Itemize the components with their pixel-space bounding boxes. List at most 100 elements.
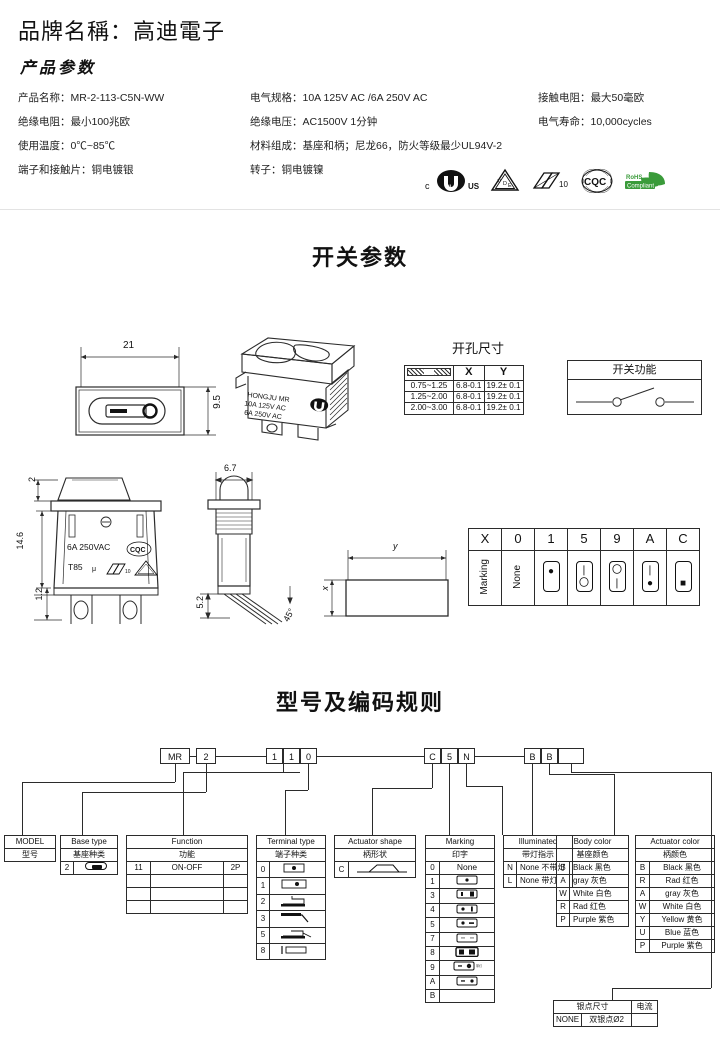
table-row: Body color bbox=[556, 835, 629, 849]
leader bbox=[502, 786, 503, 835]
table-row: 柄形状 bbox=[334, 848, 416, 862]
certification-logos: c UL US V D E bbox=[425, 168, 669, 194]
table-row: 银点尺寸 电流 bbox=[553, 1000, 658, 1014]
legend-body-en: Body color bbox=[556, 835, 629, 849]
legend-actcolor-value: Purple 紫色 bbox=[649, 939, 715, 953]
spec-row: 绝缘电阻：最小100兆欧 绝缘电压：AC1500V 1分钟 电气寿命：10,00… bbox=[18, 114, 708, 138]
legend-func-cn: 功能 bbox=[126, 848, 248, 862]
legend-actcolor-code: U bbox=[635, 926, 650, 940]
hole-thickness: 2.00~3.00 bbox=[404, 402, 454, 415]
legend-silver-code: NONE bbox=[552, 1013, 583, 1027]
table-row: 8 bbox=[256, 942, 326, 961]
marking-code-table: X 0 1 5 9 A C Marking None ● ❘ 〇 bbox=[468, 528, 700, 606]
legend-terminal-type: Terminal type 端子种类 0 1 2 3 5 8 bbox=[256, 835, 326, 961]
legend-model: MODEL 型号 bbox=[4, 835, 56, 862]
spec-contact-resistance: 接触电阻：最大50毫欧 bbox=[538, 92, 645, 104]
table-row: 1.25~2.00 6.8-0.1 19.2± 0.1 bbox=[404, 390, 524, 404]
model-coding-heading: 型号及编码规则 bbox=[275, 690, 444, 715]
svg-text:μ: μ bbox=[92, 566, 96, 573]
spec-electrical-life: 电气寿命：10,000cycles bbox=[538, 116, 652, 128]
marking-icon bbox=[439, 974, 495, 991]
table-row: Terminal type bbox=[256, 835, 326, 849]
marking-icon bbox=[439, 873, 495, 890]
legend-term-code: 2 bbox=[256, 893, 270, 912]
svg-text:E: E bbox=[508, 183, 512, 189]
terminal-icon bbox=[269, 942, 326, 961]
legend-body-code: W bbox=[556, 887, 570, 901]
legend-actcolor-code: P bbox=[635, 939, 650, 953]
svg-text:V: V bbox=[498, 179, 502, 185]
table-row: Marking None ● ❘ 〇 〇 ❘ bbox=[468, 550, 700, 606]
marking-symbol-dot: ● bbox=[534, 550, 568, 606]
marking-code-0: 0 bbox=[501, 528, 535, 551]
hole-size-table: X Y 0.75~1.25 6.8-0.1 19.2± 0.1 1.25~2.0… bbox=[404, 365, 524, 415]
code-box-func2: 1 bbox=[283, 748, 300, 764]
table-header-row: X Y bbox=[404, 365, 524, 381]
legend-term-code: 5 bbox=[256, 926, 270, 944]
legend-marking-code: 5 bbox=[425, 917, 440, 933]
leader bbox=[22, 782, 23, 835]
cutout-x-label: x bbox=[320, 586, 330, 591]
legend-marking-code: 1 bbox=[425, 873, 440, 890]
table-row: 5 bbox=[425, 917, 495, 933]
header-panel: 品牌名稱：高迪電子 产品参数 产品名称：MR-2-113-C5N-WW 电气规格… bbox=[0, 0, 720, 210]
table-row: 3 bbox=[256, 910, 326, 928]
spec-row: 产品名称：MR-2-113-C5N-WW 电气规格：10A 125V AC /6… bbox=[18, 90, 708, 114]
legend-term-code: 0 bbox=[256, 860, 270, 879]
svg-text:D: D bbox=[503, 181, 507, 187]
code-box-actuator-shape: C bbox=[424, 748, 441, 764]
legend-marking-code: 4 bbox=[425, 902, 440, 919]
legend-actcolor-value: Blue 蓝色 bbox=[649, 926, 715, 940]
table-row: Actuator color bbox=[635, 835, 715, 849]
legend-actcolor-value: Yellow 黄色 bbox=[649, 913, 715, 927]
hole-thickness: 1.25~2.00 bbox=[404, 390, 454, 404]
table-row: 2.00~3.00 6.8-0.1 19.2± 0.1 bbox=[404, 402, 524, 415]
table-row: 7 bbox=[425, 931, 495, 947]
legend-function: Function 功能 11 ON-OFF 2P bbox=[126, 835, 248, 914]
table-row: B bbox=[425, 989, 495, 1004]
table-header-row: X 0 1 5 9 A C bbox=[468, 528, 700, 551]
svg-text:Compliant: Compliant bbox=[627, 184, 654, 190]
table-row bbox=[126, 900, 248, 914]
svg-text:10: 10 bbox=[559, 180, 568, 189]
table-row: 11 ON-OFF 2P bbox=[126, 861, 248, 875]
legend-body-cn: 基座颜色 bbox=[556, 848, 629, 862]
code-box-actuator-color: B bbox=[541, 748, 558, 764]
front-view-drawing: 6A 250VAC T85 μ CQC 10 14.6 2 1.2 bbox=[14, 468, 189, 631]
legend-marking-code: 0 bbox=[425, 861, 440, 875]
code-box-model: MR bbox=[160, 748, 190, 764]
marking-symbol-i-dot: ❘ ● bbox=[633, 550, 667, 606]
leader bbox=[266, 772, 300, 773]
legend-illum-code: N bbox=[503, 861, 517, 875]
legend-marking-code: 9 bbox=[425, 960, 440, 976]
marking-symbol-square: ■ bbox=[666, 550, 700, 606]
side-view-drawing: 6.7 5.2 45° bbox=[178, 458, 313, 635]
spec-operating-temperature: 使用温度：0℃~85℃ bbox=[18, 140, 116, 152]
svg-text:US: US bbox=[468, 182, 479, 191]
legend-actcolor-value: White 白色 bbox=[649, 900, 715, 914]
table-row: 0.75~1.25 6.8-0.1 19.2± 0.1 bbox=[404, 379, 524, 393]
marking-code-5: 5 bbox=[567, 528, 601, 551]
spec-row: 使用温度：0℃~85℃ 材料组成：基座和柄；尼龙66，防火等级最少UL94V-2 bbox=[18, 138, 708, 162]
cqc-icon: CQC bbox=[580, 168, 614, 194]
table-row: 1 bbox=[256, 877, 326, 895]
marking-icon bbox=[439, 945, 495, 962]
front-top-dim: 2 bbox=[27, 477, 37, 483]
table-row: 3 bbox=[425, 888, 495, 904]
legend-act-shape-cn: 柄形状 bbox=[334, 848, 416, 862]
table-row bbox=[126, 887, 248, 901]
legend-body-code: A bbox=[556, 874, 570, 888]
legend-body-code: P bbox=[556, 913, 570, 927]
marking-code-c: C bbox=[666, 528, 700, 551]
marking-icon bbox=[439, 902, 495, 919]
terminal-icon bbox=[269, 877, 326, 895]
legend-actcolor-en: Actuator color bbox=[635, 835, 715, 849]
